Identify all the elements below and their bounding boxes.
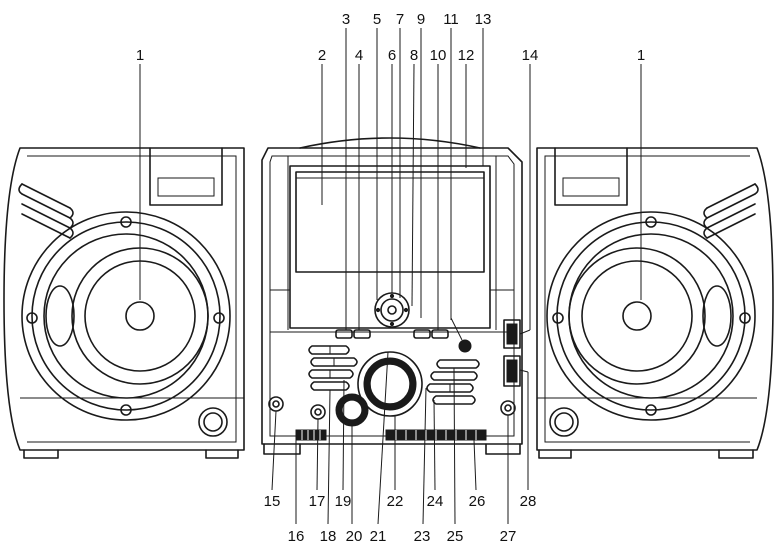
left-speaker-screw-right <box>213 312 225 324</box>
key-10[interactable] <box>413 329 431 339</box>
left-speaker-vents <box>18 183 74 239</box>
callout-13: 13 <box>475 11 492 28</box>
callout-26: 26 <box>469 493 486 510</box>
right-button-1[interactable] <box>436 359 480 369</box>
left-speaker-port <box>45 285 75 347</box>
callout-6: 6 <box>388 47 396 64</box>
callout-2: 2 <box>318 47 326 64</box>
callout-27: 27 <box>500 528 517 545</box>
selector-knob-outer[interactable] <box>374 292 410 328</box>
volume-knob-ring <box>357 351 423 417</box>
callout-8: 8 <box>410 47 418 64</box>
callout-5: 5 <box>373 11 381 28</box>
callout-24: 24 <box>427 493 444 510</box>
callout-21: 21 <box>370 528 387 545</box>
callout-9: 9 <box>417 11 425 28</box>
leader-lines <box>139 28 642 525</box>
left-speaker-cabinet-inner <box>27 155 237 443</box>
knob-27[interactable] <box>500 400 516 416</box>
volume-knob-center <box>369 363 411 405</box>
main-unit-foot-right <box>485 443 521 455</box>
main-unit <box>261 137 523 455</box>
callout-16: 16 <box>288 528 305 545</box>
right-button-3[interactable] <box>426 383 474 393</box>
slot-28[interactable] <box>503 355 521 387</box>
callout-15: 15 <box>264 493 281 510</box>
callout-28: 28 <box>520 493 537 510</box>
callout-12: 12 <box>458 47 475 64</box>
aux-knob-left[interactable] <box>268 396 284 412</box>
callout-23: 23 <box>414 528 431 545</box>
callout-11: 11 <box>443 11 459 28</box>
left-speaker-dust-cap <box>125 301 155 331</box>
callout-7: 7 <box>396 11 404 28</box>
main-unit-body <box>261 147 523 445</box>
left-button-1[interactable] <box>308 345 350 355</box>
right-button-4[interactable] <box>432 395 476 405</box>
left-button-2[interactable] <box>310 357 358 367</box>
callout-1-left: 1 <box>136 47 144 64</box>
left-speaker-cabinet <box>3 147 245 451</box>
right-speaker <box>536 147 774 459</box>
left-speaker-foot-knob <box>198 407 228 437</box>
display-window <box>295 171 485 273</box>
phones-jack[interactable] <box>310 404 326 420</box>
left-button-3[interactable] <box>308 369 354 379</box>
callout-14: 14 <box>522 47 539 64</box>
left-speaker-foot <box>23 449 59 459</box>
left-speaker-screw-bottom <box>120 404 132 416</box>
left-button-stack <box>308 345 358 391</box>
callout-labels: 1 1 2 3 4 5 6 7 8 9 10 11 12 13 14 15 16… <box>136 11 645 545</box>
main-unit-top-arc <box>299 137 481 149</box>
callout-4: 4 <box>355 47 363 64</box>
left-speaker-screw-top <box>120 216 132 228</box>
callout-20: 20 <box>346 528 363 545</box>
bottom-grille-right <box>385 429 487 441</box>
slot-14[interactable] <box>503 319 521 349</box>
left-speaker-top-handle <box>149 147 223 206</box>
callout-3: 3 <box>342 11 350 28</box>
left-speaker-screw-left <box>26 312 38 324</box>
callout-22: 22 <box>387 493 404 510</box>
bottom-grille-left <box>295 429 327 441</box>
callout-1-right: 1 <box>637 47 645 64</box>
left-button-4[interactable] <box>310 381 350 391</box>
callout-18: 18 <box>320 528 337 545</box>
left-speaker-ring-2 <box>31 221 221 411</box>
callout-17: 17 <box>309 493 326 510</box>
key-3[interactable] <box>335 329 353 339</box>
callout-10: 10 <box>430 47 447 64</box>
main-unit-foot-left <box>263 443 301 455</box>
right-button-stack <box>426 359 480 405</box>
key-12[interactable] <box>431 329 449 339</box>
round-button-11[interactable] <box>458 339 472 353</box>
cd-door <box>289 165 491 329</box>
left-speaker-outer-ring <box>21 211 231 421</box>
key-4[interactable] <box>353 329 371 339</box>
left-speaker <box>3 147 245 459</box>
callout-25: 25 <box>447 528 464 545</box>
right-button-2[interactable] <box>430 371 478 381</box>
callout-19: 19 <box>335 493 352 510</box>
left-speaker-handle-slot <box>157 177 215 197</box>
